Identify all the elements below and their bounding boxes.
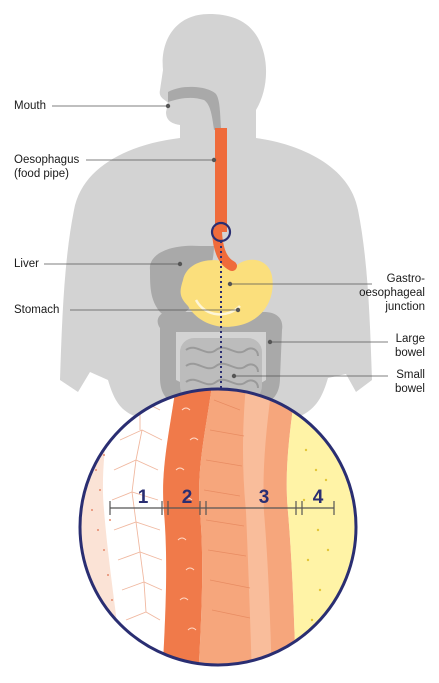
oesophagus-tube	[215, 128, 227, 232]
label-gastro-line1: Gastro-	[386, 273, 425, 285]
label-liver: Liver	[14, 258, 39, 270]
label-gastro-line2: oesophageal	[359, 287, 425, 299]
magnifier-ring	[78, 387, 358, 667]
layer-measure-bar	[109, 501, 335, 515]
layer-number-2: 2	[182, 487, 193, 508]
label-gastro-oesophageal-junction: Gastro- oesophageal junction	[359, 272, 425, 314]
large-bowel-shape	[157, 311, 283, 404]
label-oesophagus: Oesophagus (food pipe)	[14, 153, 79, 181]
layer-number-1: 1	[138, 487, 149, 508]
label-gastro-line3: junction	[385, 301, 425, 313]
layer-number-4: 4	[313, 487, 324, 508]
label-oesophagus-line2: (food pipe)	[14, 168, 69, 180]
layer-number-3: 3	[259, 487, 270, 508]
leader-dots	[165, 103, 273, 379]
label-stomach: Stomach	[14, 304, 60, 316]
leader-lines	[44, 105, 388, 377]
label-large-line2: bowel	[394, 347, 425, 359]
label-small-bowel: Small bowel	[395, 368, 425, 396]
label-small-line1: Small	[396, 369, 425, 381]
label-small-line2: bowel	[394, 383, 425, 395]
label-oesophagus-line1: Oesophagus	[14, 154, 80, 166]
small-bowel-shape	[180, 338, 262, 400]
label-large-line1: Large	[395, 333, 425, 345]
label-mouth: Mouth	[14, 100, 46, 112]
label-large-bowel: Large bowel	[395, 332, 425, 360]
wall-cross-section	[80, 389, 356, 665]
mouth-cavity	[168, 86, 221, 130]
